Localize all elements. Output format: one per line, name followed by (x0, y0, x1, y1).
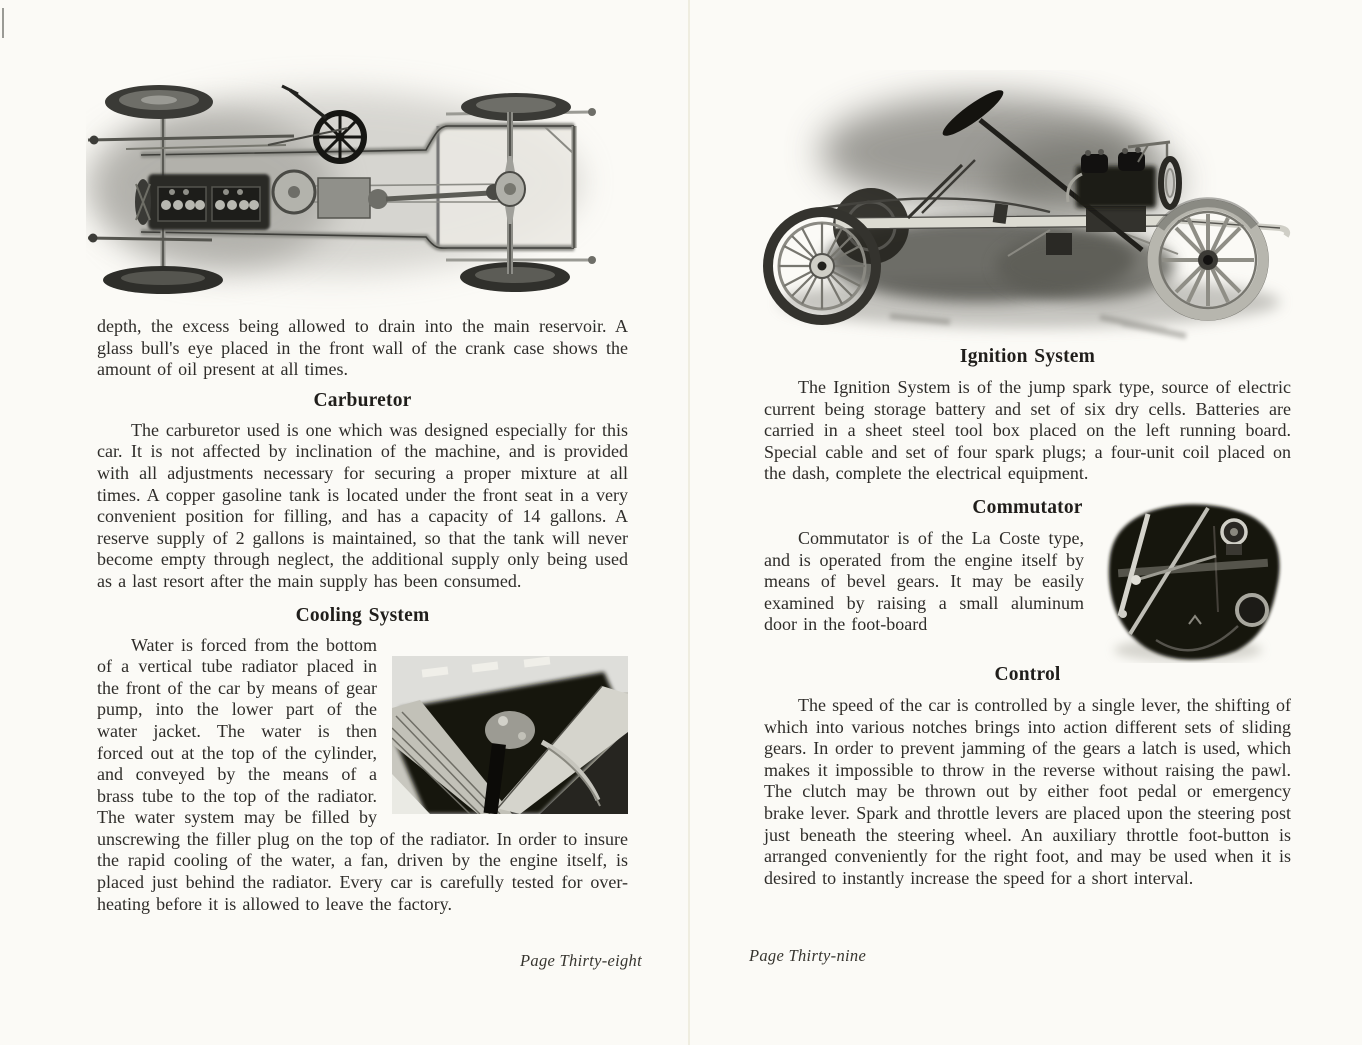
heading-carburetor: Carburetor (313, 389, 412, 411)
heading-ignition-system: Ignition System (959, 346, 1096, 367)
scan-edge-artifact (2, 8, 4, 38)
control-paragraph: The speed of the car is controlled by a … (764, 694, 1291, 888)
heading-cooling-system: Cooling System (295, 604, 430, 626)
chassis-side-view-photo (750, 70, 1332, 344)
commutator-text: Commutator is of the La Coste type, and … (764, 527, 1084, 635)
cooling-system-paragraph: Water is forced from the bottom of a ver… (97, 635, 628, 916)
page-gutter-line (688, 0, 690, 1045)
right-page-text-column: Ignition System The Ignition System is o… (764, 345, 1291, 900)
chassis-top-plan-view-photo (86, 52, 642, 310)
engine-compartment-photo (392, 655, 628, 814)
cooling-system-text: Water is forced from the bottom of a ver… (97, 634, 628, 914)
left-page-text-column: depth, the excess being allowed to drain… (97, 316, 628, 926)
heading-commutator: Commutator (972, 496, 1083, 518)
right-page-number: Page Thirty-nine (749, 946, 867, 965)
left-page-number: Page Thirty-eight (520, 951, 642, 970)
carburetor-paragraph: The carburetor used is one which was des… (97, 419, 628, 591)
ignition-system-paragraph: The Ignition System is of the jump spark… (764, 377, 1291, 484)
commutator-photo (1096, 497, 1291, 663)
continued-paragraph: depth, the excess being allowed to drain… (97, 316, 628, 380)
heading-control: Control (994, 663, 1061, 685)
commutator-paragraph: Commutator is of the La Coste type, and … (764, 497, 1291, 663)
